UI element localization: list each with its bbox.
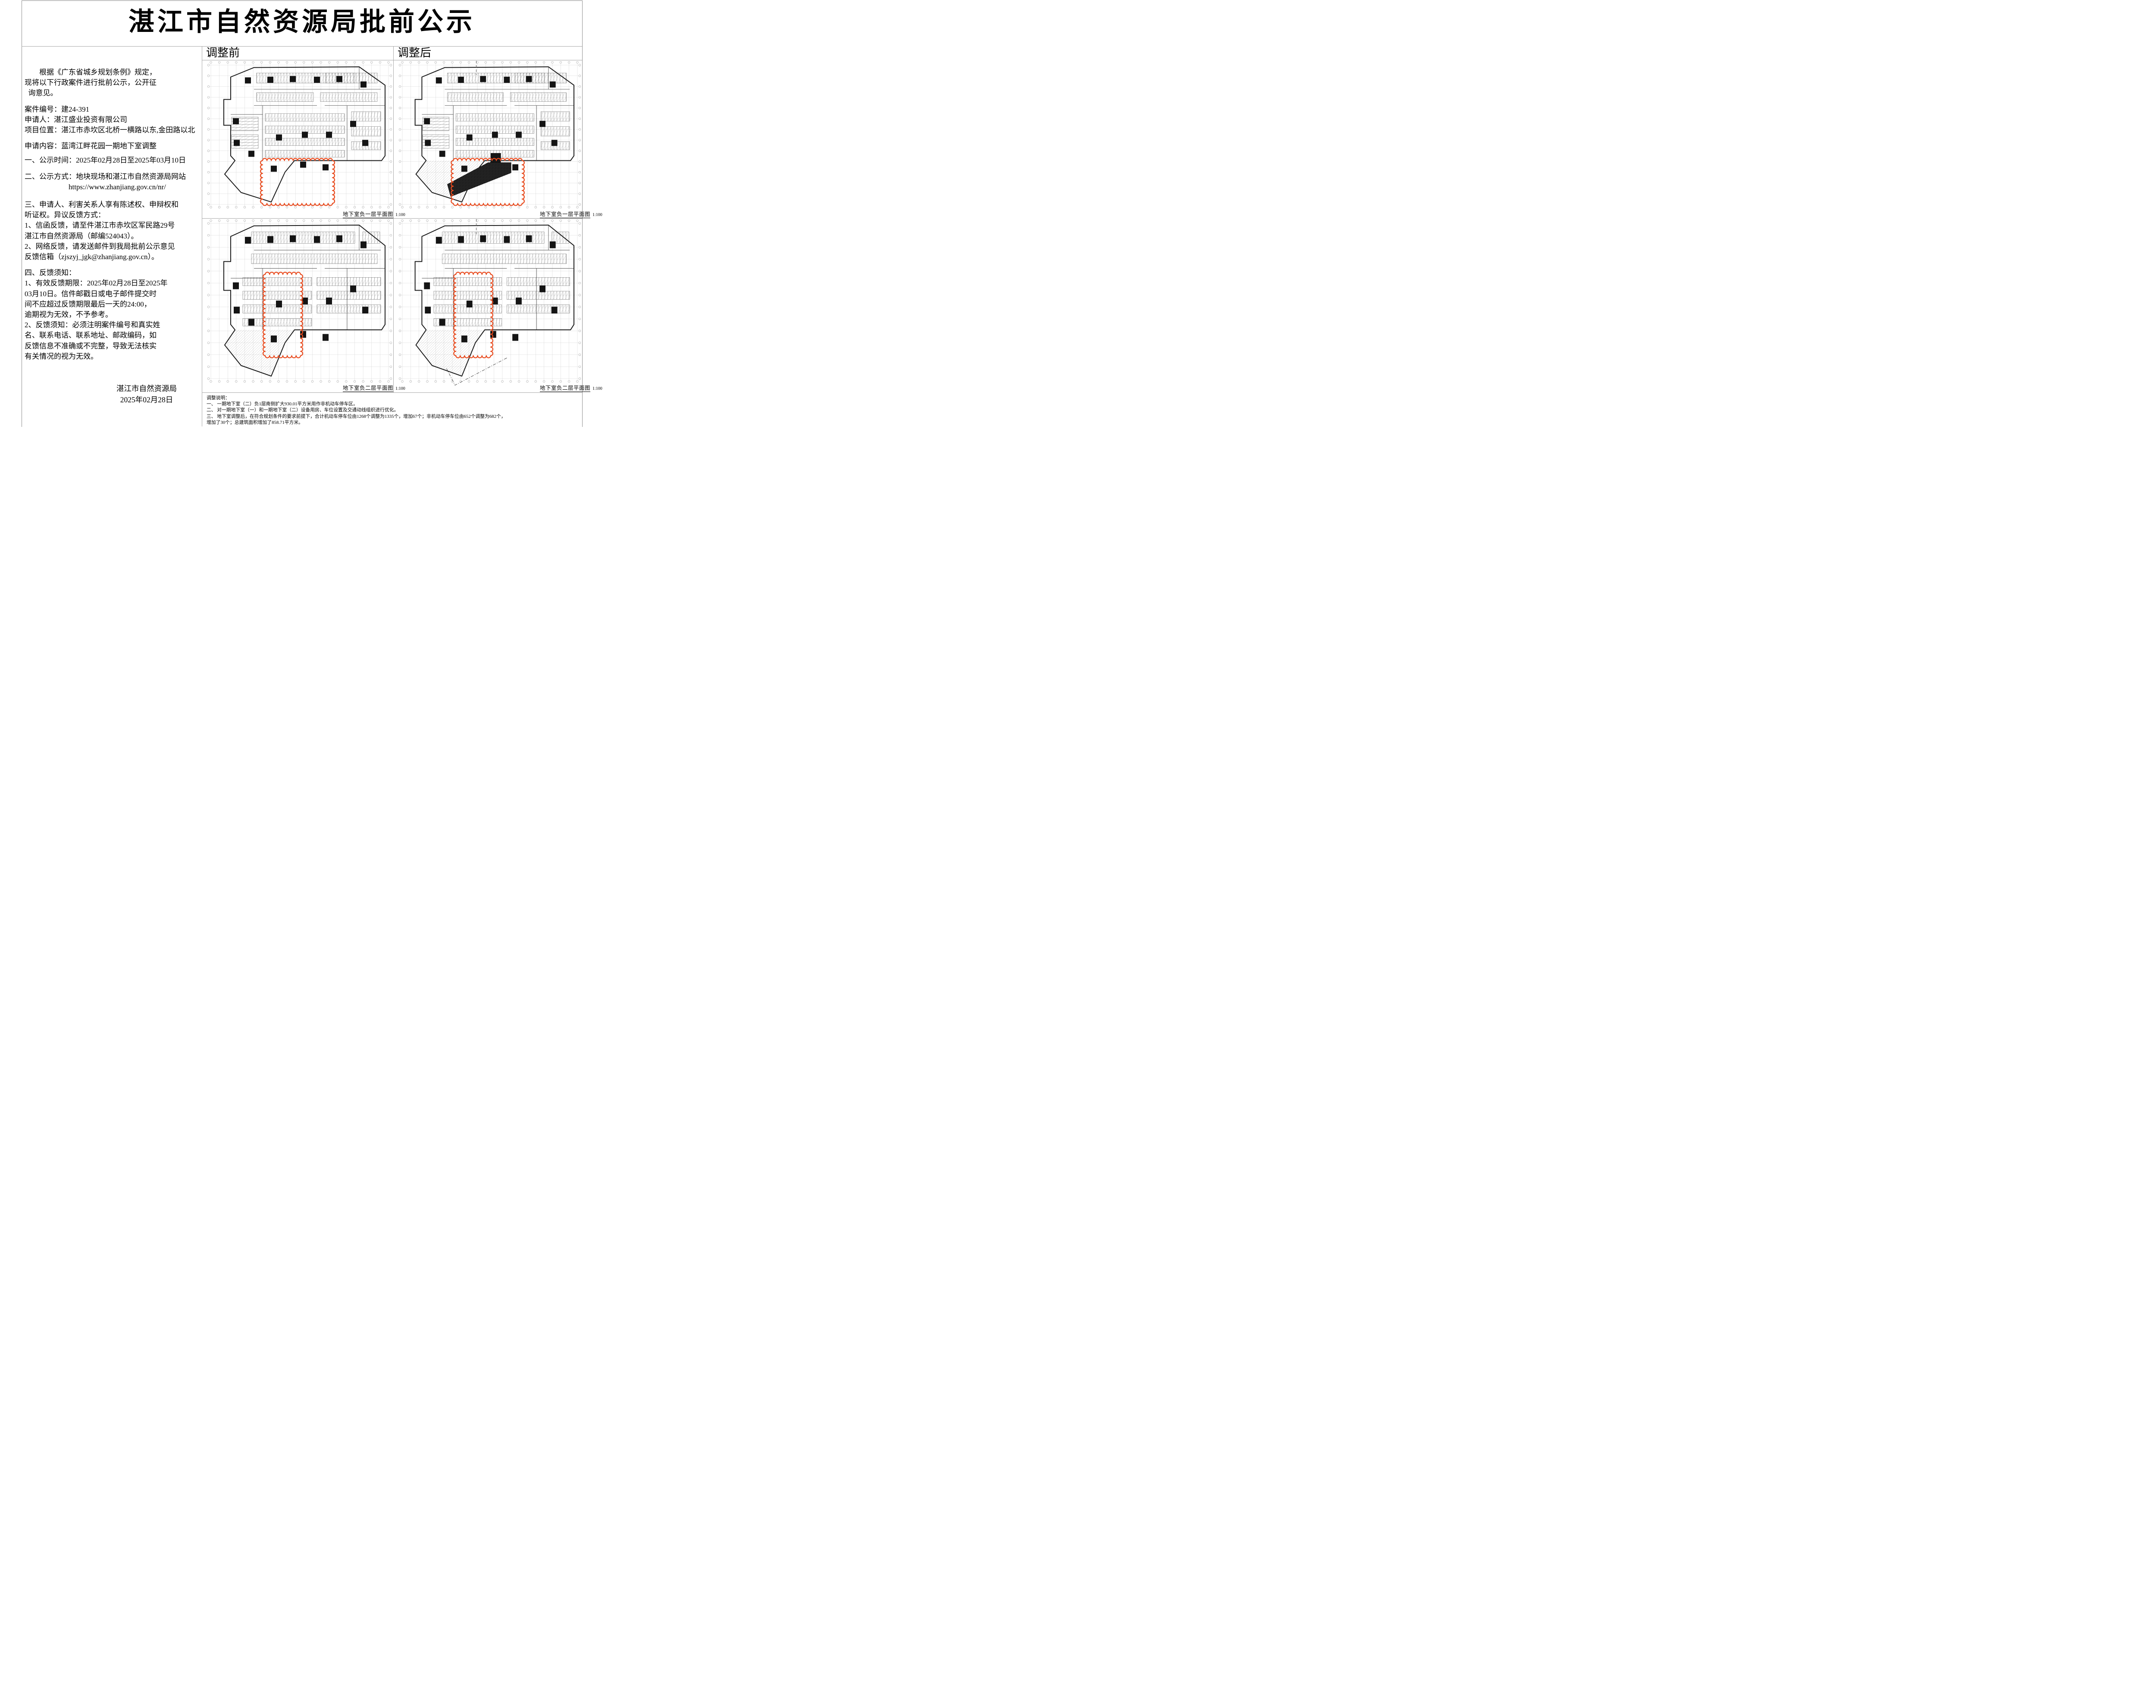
paragraph: 一、公示时间：2025年02月28日至2025年03月10日 bbox=[25, 155, 201, 166]
column-header-before: 调整前 bbox=[206, 47, 240, 59]
paragraph: 案件编号：建24-391 申请人：湛江盛业投资有限公司项目位置：湛江市赤坎区北桥一… bbox=[25, 104, 201, 136]
signature-line: 湛江市自然资源局 bbox=[116, 384, 177, 393]
text-line: 现将以下行政案件进行批前公示，公开征 bbox=[25, 78, 157, 87]
text-line: 反馈信箱（zjszyj_jgk@zhanjiang.gov.cn）。 bbox=[25, 253, 159, 261]
caption-text: 地下室负二层平面图 bbox=[343, 385, 394, 392]
divider-above-notes bbox=[202, 392, 582, 393]
text-line: 间不应超过反馈期限最后一天的24:00， bbox=[25, 300, 151, 308]
floorplan-b1-after bbox=[394, 61, 582, 217]
text-line: 根据《广东省城乡规划条例》规定， bbox=[25, 68, 157, 76]
floorplan-b2-after bbox=[394, 219, 582, 392]
notes-lines: 一、 一期地下室（二）负1层南侧扩大930.01平方米用作非机动车停车区。二、 … bbox=[207, 401, 580, 426]
caption-scale: 1:100 bbox=[395, 213, 405, 217]
revision-cloud bbox=[451, 158, 525, 206]
page-title: 湛江市自然资源局批前公示 bbox=[128, 7, 475, 36]
text-line: 逾期视为无效，不予参考。 bbox=[25, 310, 113, 319]
floorplan-b1-before bbox=[202, 61, 393, 217]
signature-block: 湛江市自然资源局 2025年02月28日 bbox=[99, 383, 194, 405]
text-line: 一、公示时间：2025年02月28日至2025年03月10日 bbox=[25, 156, 186, 165]
text-line: 湛江市自然资源局（邮编524043）。 bbox=[25, 232, 138, 240]
caption-scale: 1:100 bbox=[592, 386, 602, 391]
caption-text: 地下室负一层平面图 bbox=[343, 211, 394, 218]
text-line: 申请内容：蓝湾江畔花园一期地下室调整 bbox=[25, 142, 157, 150]
note-line: 二、 对一期地下室（一）和一期地下室（二）设备用房、车位设置及交通动线组织进行优… bbox=[207, 407, 399, 413]
paragraph: 根据《广东省城乡规划条例》规定， 现将以下行政案件进行批前公示，公开征 询意见。 bbox=[25, 67, 201, 99]
text-line: 项目位置：湛江市赤坎区北桥一横路以东,金田路以北 bbox=[25, 126, 195, 135]
adjustment-notes: 调整说明： 一、 一期地下室（二）负1层南侧扩大930.01平方米用作非机动车停… bbox=[207, 395, 580, 426]
text-line: 听证权。异议反馈方式： bbox=[25, 211, 105, 219]
revision-cloud bbox=[453, 272, 493, 358]
text-line: 三、申请人、利害关系人享有陈述权、申辩权和 bbox=[25, 201, 179, 209]
text-line: 1、有效反馈期限：2025年02月28日至2025年 bbox=[25, 279, 168, 288]
paragraph: 三、申请人、利害关系人享有陈述权、申辩权和听证权。异议反馈方式： 1、信函反馈，请… bbox=[25, 200, 201, 262]
text-line: 2、反馈须知：必须注明案件编号和真实姓 bbox=[25, 321, 160, 329]
text-line: 03月10日。信件邮戳日或电子邮件提交时 bbox=[25, 289, 157, 298]
notice-text-column: 根据《广东省城乡规划条例》规定， 现将以下行政案件进行批前公示，公开征 询意见。案… bbox=[25, 67, 201, 367]
text-line: 1、信函反馈，请至件湛江市赤坎区军民路29号 bbox=[25, 221, 175, 230]
caption-text: 地下室负一层平面图 bbox=[540, 211, 591, 218]
text-line: 反馈信息不准确或不完整，导致无法核实 bbox=[25, 342, 157, 350]
text-line: 申请人：湛江盛业投资有限公司 bbox=[25, 115, 127, 124]
text-line: 询意见。 bbox=[25, 89, 58, 97]
sheet-border bbox=[22, 0, 583, 427]
text-line: 二、公示方式：地块现场和湛江市自然资源局网站 bbox=[25, 172, 186, 181]
paragraph: 二、公示方式：地块现场和湛江市自然资源局网站 https://www.zhanj… bbox=[25, 172, 201, 192]
notes-heading: 调整说明： bbox=[207, 395, 230, 401]
note-line: 一、 一期地下室（二）负1层南侧扩大930.01平方米用作非机动车停车区。 bbox=[207, 401, 358, 407]
divider-under-title bbox=[22, 46, 582, 47]
signature-line: 2025年02月28日 bbox=[120, 395, 173, 404]
note-line: 三、 地下室调整后，在符合规划条件的要求前提下，合计机动车停车位由1268个调整… bbox=[207, 414, 506, 419]
divider-between-rows bbox=[202, 218, 582, 219]
text-line: https://www.zhanjiang.gov.cn/nr/ bbox=[25, 182, 166, 191]
text-line: 名、联系电话、联系地址、邮政编码，如 bbox=[25, 331, 157, 340]
caption-text: 地下室负二层平面图 bbox=[540, 385, 591, 392]
caption-scale: 1:100 bbox=[395, 386, 405, 391]
text-line: 2、网络反馈，请发送邮件到我局批前公示意见 bbox=[25, 242, 175, 251]
note-line: 增加了30个；总建筑面积增加了858.71平方米。 bbox=[207, 420, 304, 425]
text-line: 四、反馈须知： bbox=[25, 269, 76, 277]
revision-cloud bbox=[260, 158, 335, 206]
revision-cloud bbox=[262, 272, 304, 358]
caption-scale: 1:100 bbox=[592, 213, 602, 217]
floorplan-b2-before bbox=[202, 219, 393, 392]
paragraph: 申请内容：蓝湾江畔花园一期地下室调整 bbox=[25, 141, 201, 151]
column-header-after: 调整后 bbox=[398, 47, 432, 59]
notice-sheet: 湛江市自然资源局批前公示 调整前 调整后 根据《广东省城乡规划条例》规定， 现将以… bbox=[0, 0, 604, 427]
text-line: 有关情况的视为无效。 bbox=[25, 352, 98, 360]
text-line: 案件编号：建24-391 bbox=[25, 105, 90, 113]
divider-before-after bbox=[393, 46, 394, 392]
